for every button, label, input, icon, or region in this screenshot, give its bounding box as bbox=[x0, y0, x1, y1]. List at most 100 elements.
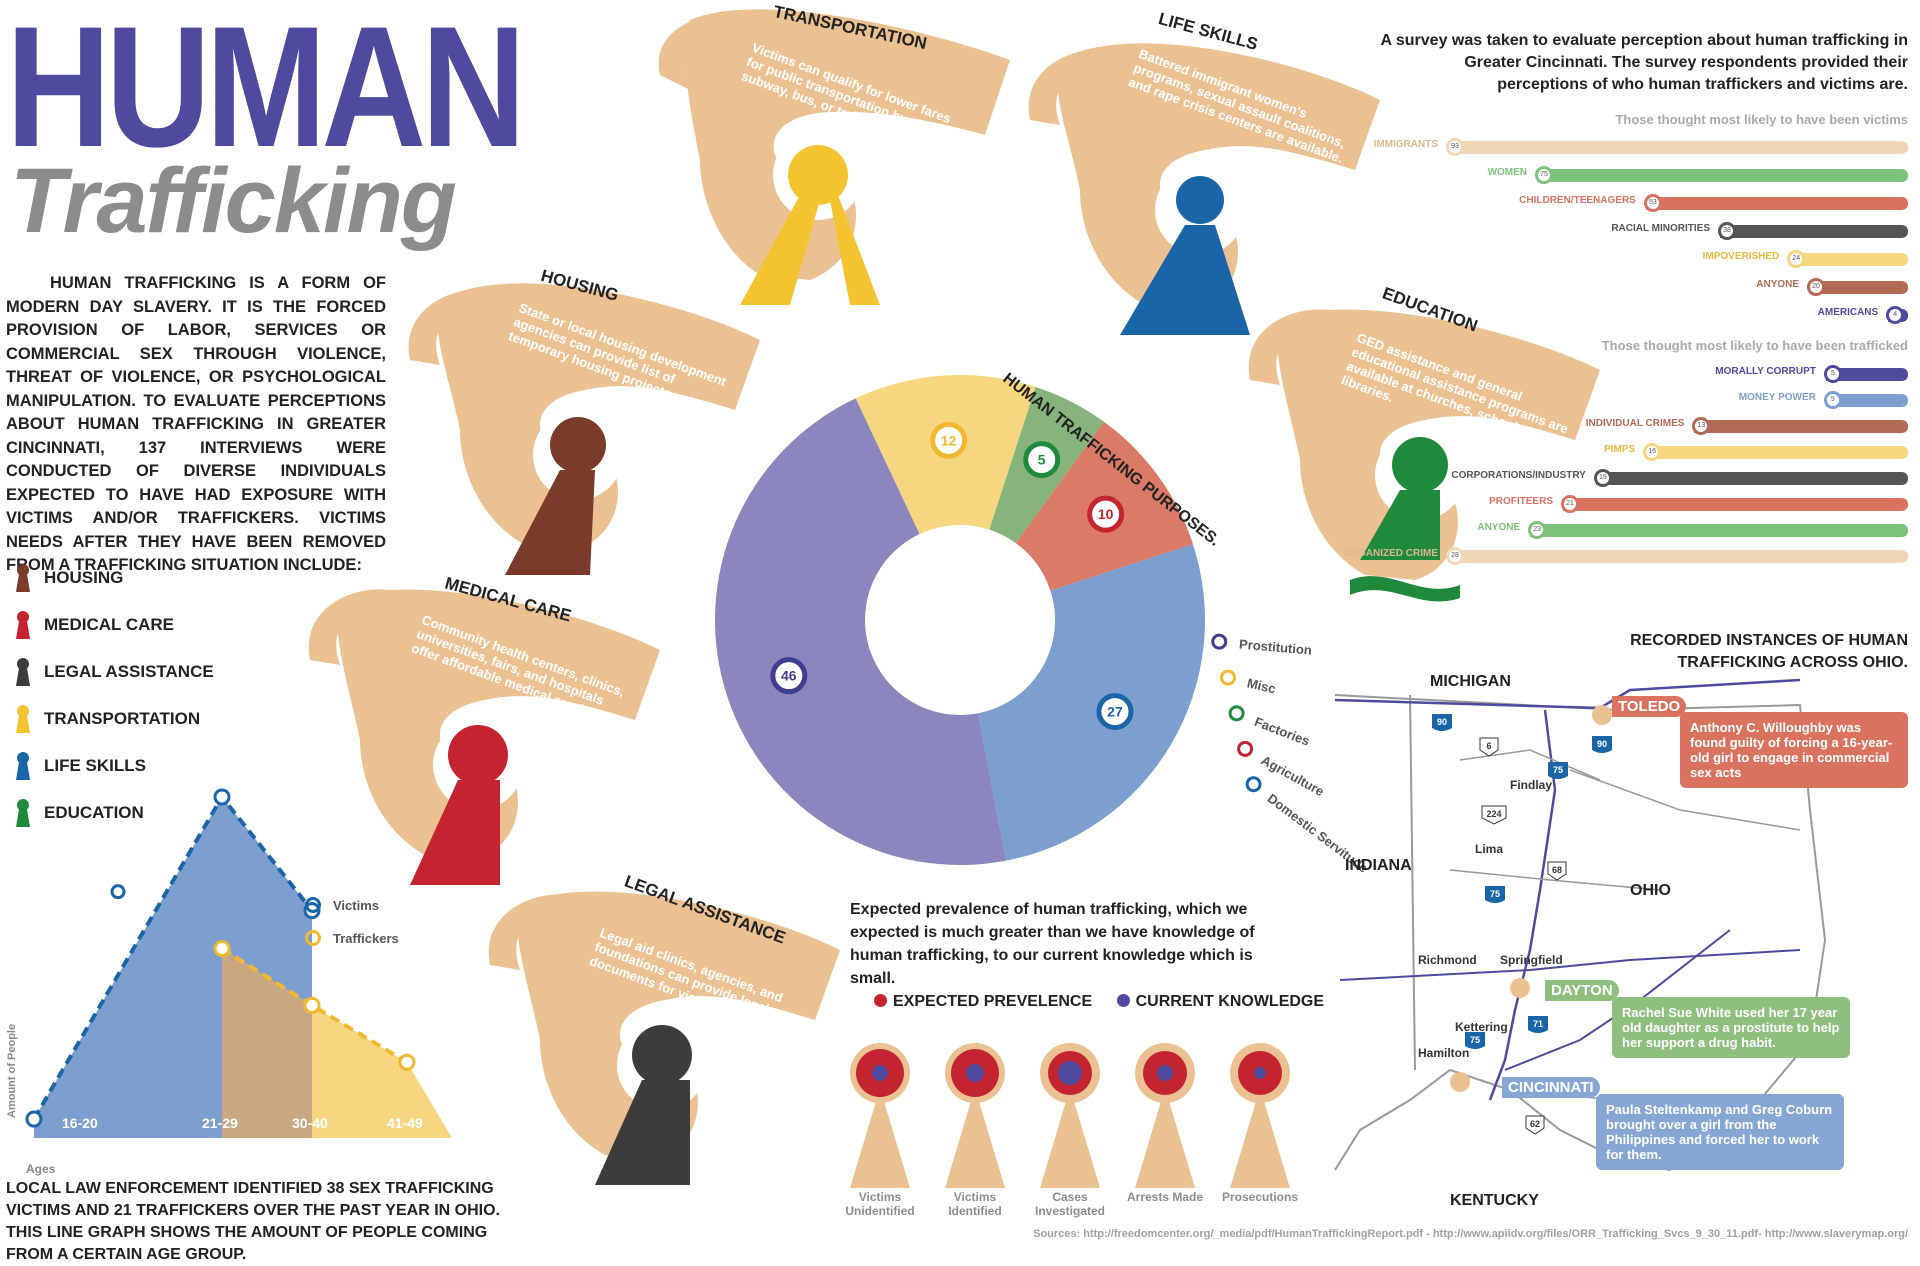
bar bbox=[1789, 253, 1908, 266]
bar-value-marker: 16 bbox=[1643, 443, 1662, 461]
legend-victims: Victims bbox=[305, 897, 379, 913]
stage-label: Victims Unidentified bbox=[845, 1190, 915, 1218]
traffickers-line bbox=[220, 946, 409, 1064]
victims-point bbox=[25, 1110, 43, 1128]
bar-label: CORPORATIONS/INDUSTRY bbox=[1451, 470, 1586, 481]
need-life-skills: LIFE SKILLS bbox=[12, 742, 312, 789]
svg-text:6: 6 bbox=[1486, 741, 1491, 751]
bar bbox=[1645, 446, 1908, 459]
city-lima: Lima bbox=[1475, 842, 1504, 856]
stage-label: Prosecutions bbox=[1221, 1190, 1299, 1204]
route-224-icon: 224 bbox=[1481, 805, 1507, 825]
bar-label: IMMIGRANTS bbox=[1373, 139, 1438, 150]
need-legal: LEGAL ASSISTANCE bbox=[12, 648, 312, 695]
housing-keyhole-icon bbox=[16, 563, 30, 592]
bar bbox=[1530, 524, 1908, 537]
stage-label: Cases Investigated bbox=[1034, 1190, 1106, 1218]
bar-value-marker: 23 bbox=[1528, 521, 1547, 539]
bar-row: WOMEN 75 bbox=[1488, 166, 1908, 184]
need-label: TRANSPORTATION bbox=[44, 708, 201, 728]
city-kettering: Kettering bbox=[1455, 1020, 1508, 1034]
service-keyholes bbox=[308, 9, 1600, 1185]
bar-label: ANYONE bbox=[1477, 522, 1521, 533]
donut-slice-domestic-servitude bbox=[977, 544, 1205, 861]
svg-text:62: 62 bbox=[1530, 1119, 1540, 1129]
bar bbox=[1825, 394, 1908, 407]
donut-value-label: 27 bbox=[1107, 704, 1123, 720]
need-label: LIFE SKILLS bbox=[44, 755, 146, 775]
svg-text:75: 75 bbox=[1470, 1035, 1480, 1045]
case-cincinnati: Paula Steltenkamp and Greg Coburn brough… bbox=[1596, 1094, 1844, 1170]
prevalence-keyholes bbox=[850, 1043, 1290, 1188]
bar-value-marker: 53 bbox=[1643, 194, 1662, 212]
tag-dayton: DAYTON bbox=[1545, 980, 1619, 1001]
age-tick-label: 41-49 bbox=[387, 1115, 423, 1131]
prevalence-title: Expected prevalence of human trafficking… bbox=[850, 901, 1255, 987]
housing-keyhole-art bbox=[408, 283, 760, 575]
bar-row: IMMIGRANTS 93 bbox=[1374, 138, 1908, 156]
city-findlay: Findlay bbox=[1510, 778, 1553, 792]
bar-label: ANYONE bbox=[1756, 279, 1800, 290]
city-richmond: Richmond bbox=[1418, 953, 1477, 967]
need-label: LEGAL ASSISTANCE bbox=[44, 661, 214, 681]
svg-text:90: 90 bbox=[1437, 717, 1447, 727]
keyhole-cases-investigated bbox=[1040, 1043, 1100, 1188]
keyhole-victims-unidentified bbox=[850, 1043, 910, 1188]
bar-value-marker: 75 bbox=[1535, 166, 1554, 184]
life-skills-keyhole-icon bbox=[16, 751, 30, 780]
survey-intro: A survey was taken to evaluate perceptio… bbox=[1380, 32, 1908, 93]
overlap-area bbox=[222, 948, 312, 1138]
bar-value-marker: 93 bbox=[1446, 138, 1464, 156]
stage-label: Arrests Made bbox=[1126, 1190, 1204, 1204]
traffickers-point bbox=[213, 940, 231, 958]
case-dayton: Rachel Sue White used her 17 year old da… bbox=[1612, 997, 1850, 1058]
route-62-icon: 62 bbox=[1525, 1115, 1545, 1135]
ohio-map: 90 90 6 75 224 68 75 75 71 62 bbox=[1334, 678, 1827, 1172]
medical-keyhole-art bbox=[308, 589, 660, 885]
bar bbox=[1448, 141, 1908, 154]
svg-text:68: 68 bbox=[1552, 865, 1562, 875]
route-i90-east-icon: 90 bbox=[1592, 736, 1612, 753]
bar-value-marker: 21 bbox=[1561, 495, 1579, 513]
route-68-icon: 68 bbox=[1547, 861, 1567, 881]
state-indiana: INDIANA bbox=[1345, 857, 1412, 874]
bar-value-marker: 20 bbox=[1807, 278, 1826, 296]
legend-current: CURRENT KNOWLEDGE bbox=[1116, 993, 1324, 1010]
traffickers-point bbox=[303, 996, 321, 1014]
needs-list: HOUSING MEDICAL CARE LEGAL ASSISTANCE TR… bbox=[12, 554, 312, 836]
keyhole-prosecutions bbox=[1230, 1043, 1290, 1188]
state-michigan: MICHIGAN bbox=[1430, 673, 1511, 690]
bar-label: AMERICANS bbox=[1817, 307, 1879, 318]
title-human-text: HUMAN bbox=[6, 8, 521, 158]
donut-slice-prostitution bbox=[715, 398, 1006, 865]
bar-value-marker: 13 bbox=[1692, 417, 1711, 435]
city-hamilton: Hamilton bbox=[1418, 1046, 1470, 1060]
bar bbox=[1448, 550, 1908, 563]
bar-label: WOMEN bbox=[1487, 167, 1528, 178]
bottom-paragraph: Local law enforcement identified 38 sex … bbox=[6, 1180, 500, 1263]
bar bbox=[1563, 498, 1908, 511]
bar-row: ANYONE 20 bbox=[1756, 278, 1908, 296]
tag-cincinnati: CINCINNATI bbox=[1502, 1077, 1600, 1098]
bar-label: RACIAL MINORITIES bbox=[1611, 223, 1711, 234]
legend-traffickers: Traffickers bbox=[305, 930, 399, 946]
tag-toledo: TOLEDO bbox=[1612, 696, 1687, 717]
keyhole-arrests-made bbox=[1135, 1043, 1195, 1188]
city-springfield: Springfield bbox=[1500, 953, 1563, 967]
need-label: HOUSING bbox=[44, 567, 124, 587]
need-education: EDUCATION bbox=[12, 789, 312, 836]
y-axis-label: Amount of People bbox=[6, 1023, 18, 1118]
bar-label: PIMPS bbox=[1604, 444, 1636, 455]
prevalence-legend: EXPECTED PREVELENCE CURRENT KNOWLEDGE bbox=[874, 993, 1324, 1011]
bar bbox=[1825, 368, 1908, 381]
title-trafficking: Trafficking bbox=[10, 150, 457, 252]
age-tick-label: 16-20 bbox=[62, 1115, 98, 1131]
bar-row: PIMPS 16 bbox=[1604, 443, 1908, 461]
